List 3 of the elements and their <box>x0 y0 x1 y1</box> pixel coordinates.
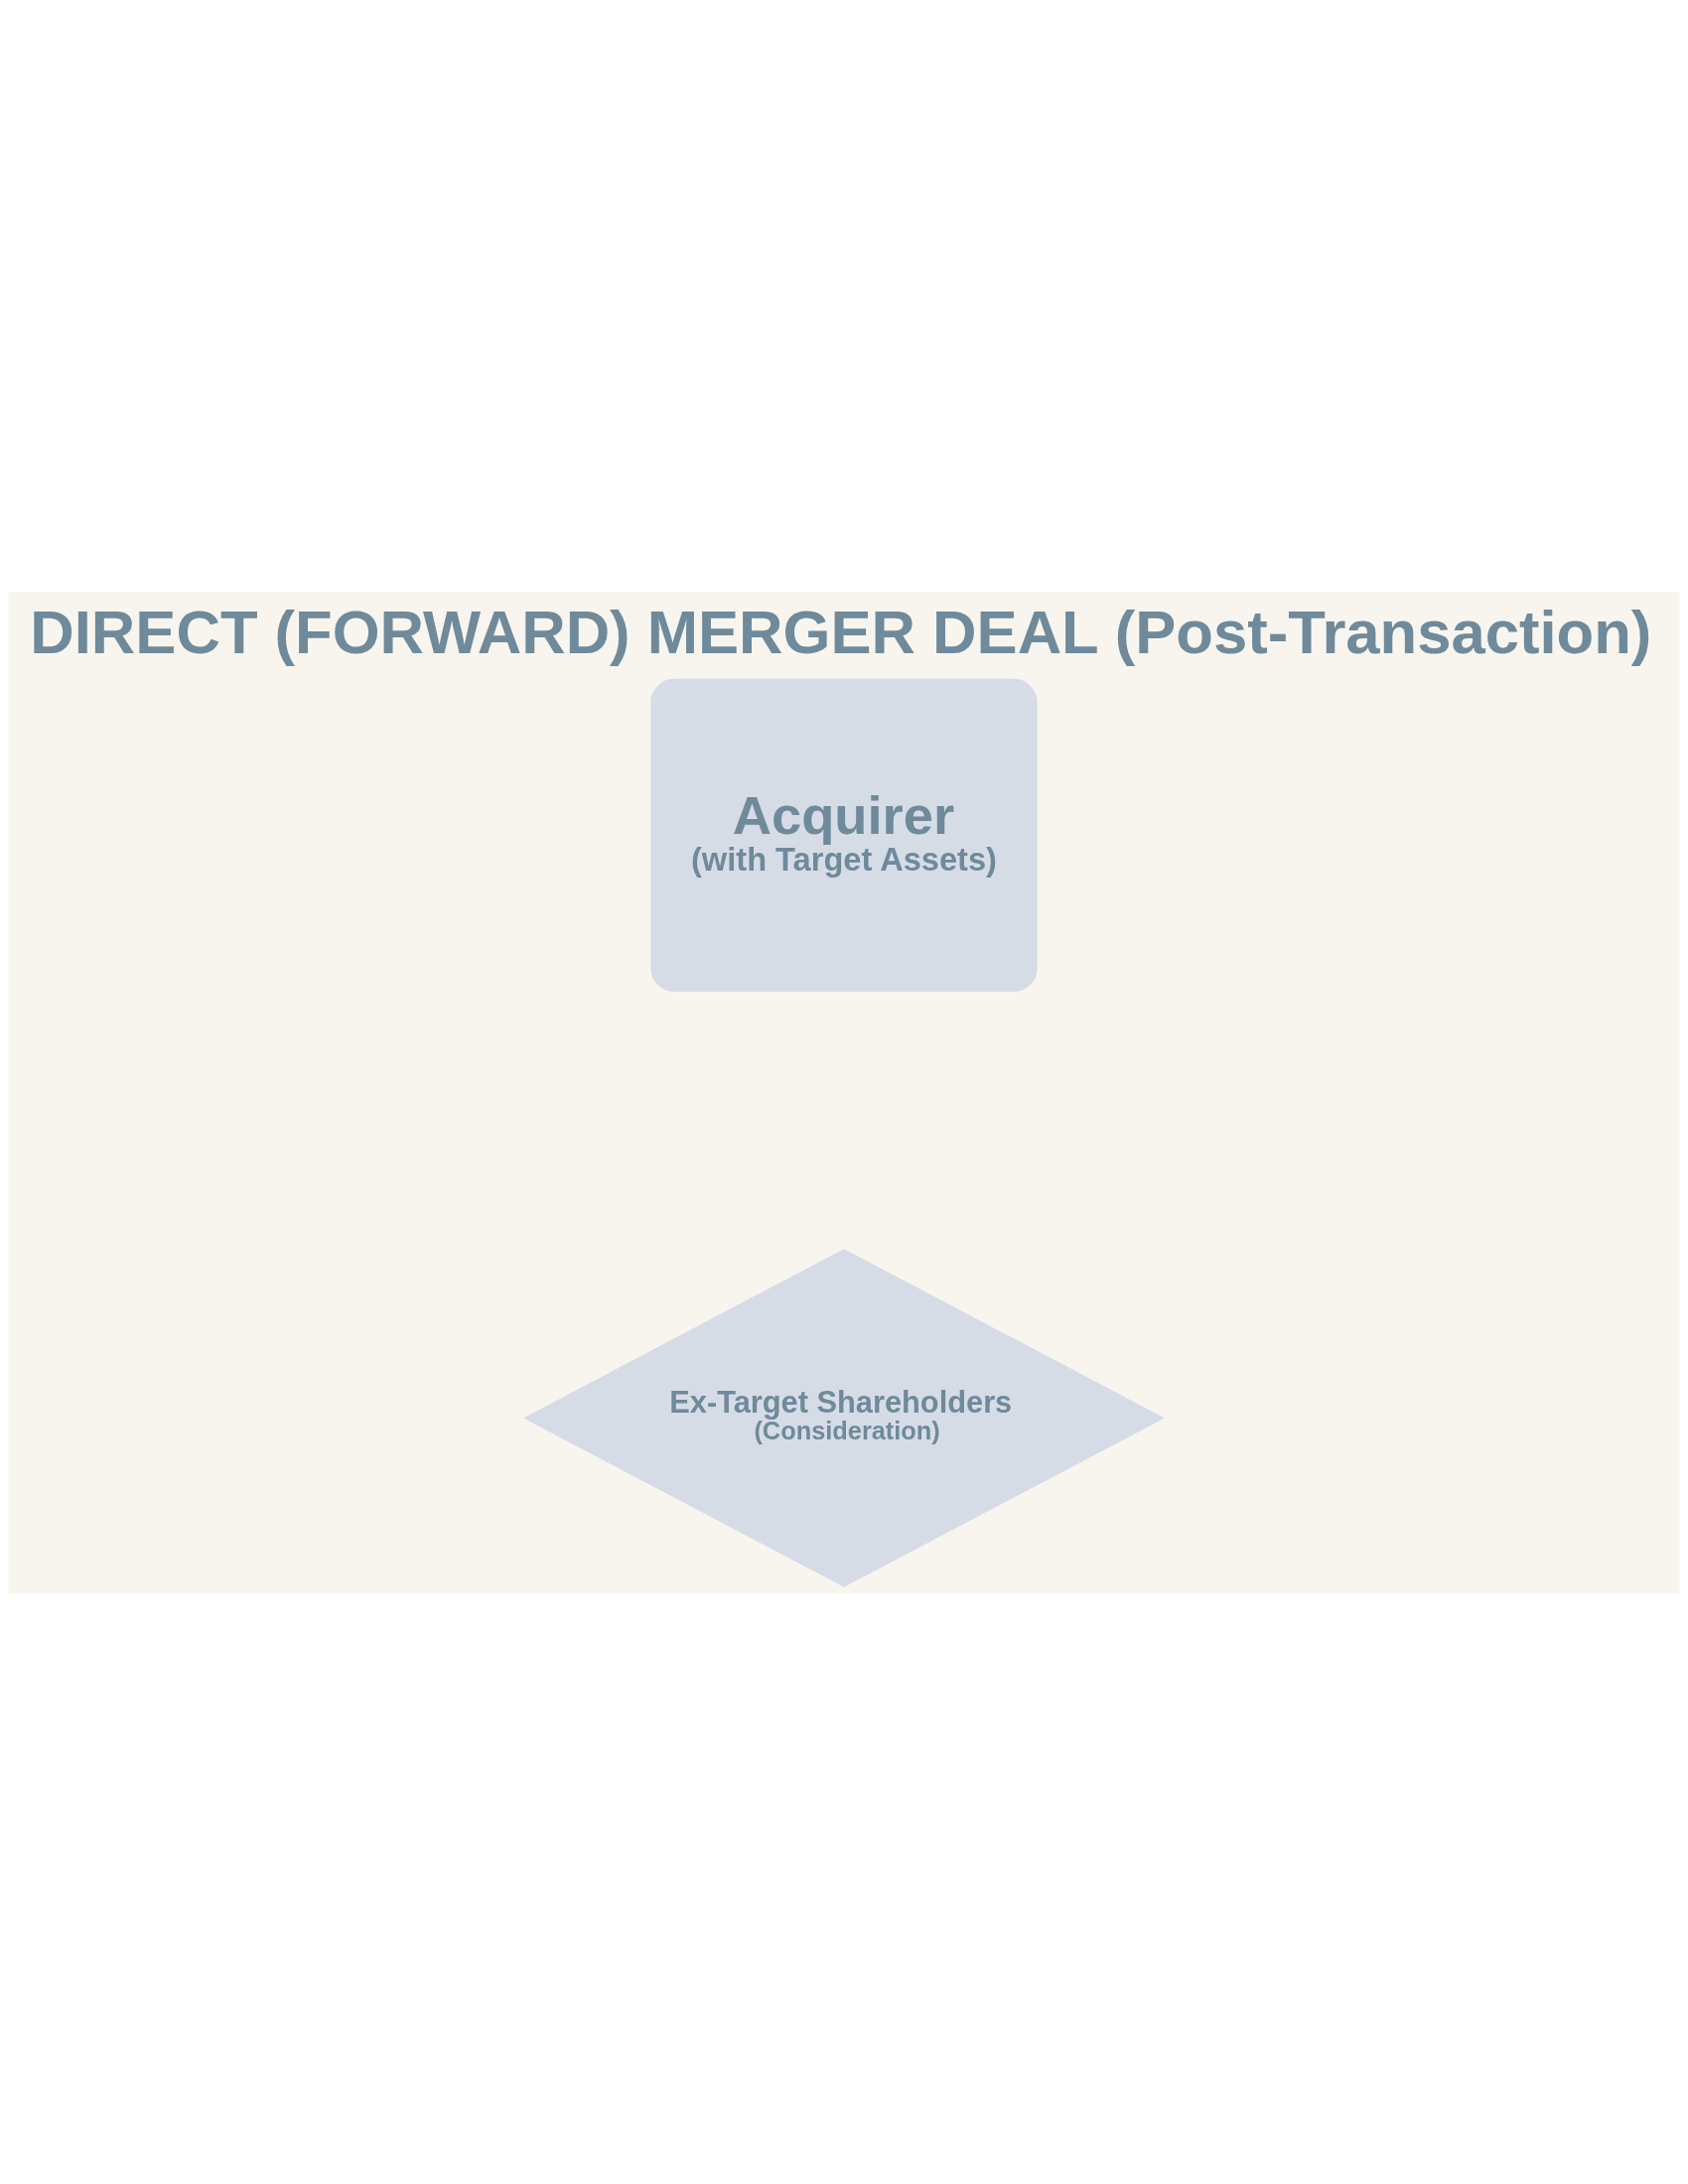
node-box: Acquirer (with Target Assets) <box>650 678 1038 992</box>
diagram-title: DIRECT (FORWARD) MERGER DEAL (Post-Transaction) <box>30 597 1652 666</box>
node-diamond: Ex-Target Shareholders (Consideration) <box>523 1248 1165 1587</box>
